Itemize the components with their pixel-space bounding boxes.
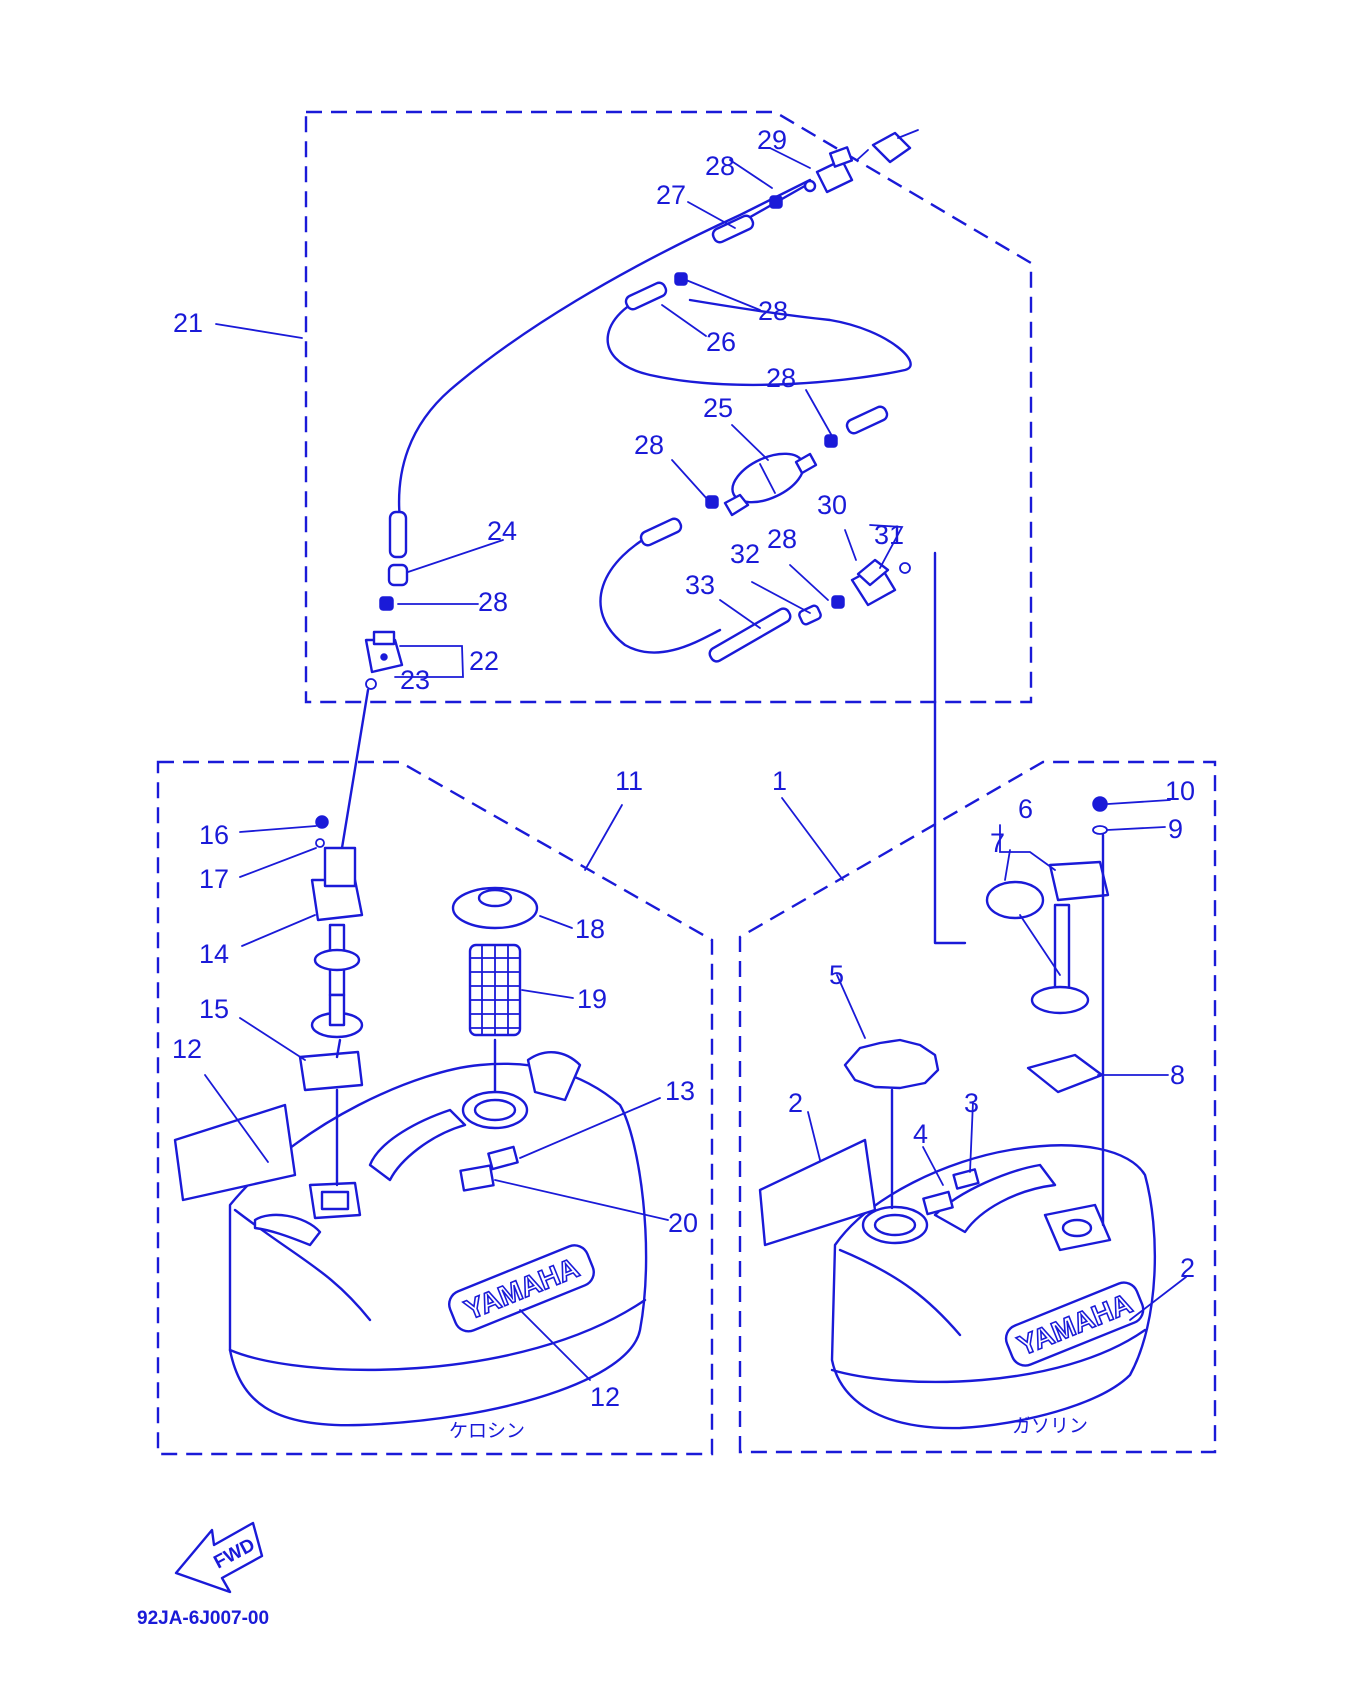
screw-10 bbox=[1092, 796, 1108, 812]
label-20 bbox=[459, 1164, 495, 1192]
sleeve-26 bbox=[624, 281, 668, 311]
connector-22 bbox=[364, 630, 404, 690]
callout-numbers: 21 29 28 27 28 26 28 25 28 30 31 28 32 3… bbox=[172, 125, 1195, 1412]
callout-32: 32 bbox=[730, 539, 760, 569]
callout-16: 16 bbox=[199, 820, 229, 850]
gasket-15 bbox=[298, 1050, 364, 1092]
kerosene-tank-body bbox=[228, 1062, 648, 1427]
callout-7: 7 bbox=[990, 828, 1005, 858]
callout-11: 11 bbox=[615, 766, 643, 796]
gasoline-tank-frame bbox=[738, 760, 1217, 1454]
callout-18: 18 bbox=[575, 914, 605, 944]
clip-28-d bbox=[705, 495, 719, 509]
callout-19: 19 bbox=[577, 984, 607, 1014]
callout-17: 17 bbox=[199, 864, 229, 894]
callout-9: 9 bbox=[1168, 814, 1183, 844]
label-3 bbox=[952, 1168, 980, 1190]
washer-9 bbox=[1092, 825, 1108, 835]
leader-lines bbox=[204, 147, 1187, 1381]
callout-4: 4 bbox=[913, 1119, 928, 1149]
callout-28-b: 28 bbox=[758, 296, 788, 326]
clip-28-e bbox=[831, 595, 845, 609]
diagram-code: 92JA-6J007-00 bbox=[137, 1608, 269, 1629]
clip-28-c bbox=[824, 434, 838, 448]
callout-28-f: 28 bbox=[478, 587, 508, 617]
callout-15: 15 bbox=[199, 994, 229, 1024]
filter-19 bbox=[468, 943, 522, 1037]
gasket-8 bbox=[1026, 1053, 1104, 1094]
callout-13: 13 bbox=[665, 1076, 695, 1106]
callout-21: 21 bbox=[173, 308, 203, 338]
hose-33 bbox=[708, 607, 792, 663]
connector-29 bbox=[803, 129, 919, 194]
callout-8: 8 bbox=[1170, 1060, 1185, 1090]
callout-2-b: 2 bbox=[1180, 1253, 1195, 1283]
callout-28-c: 28 bbox=[766, 363, 796, 393]
label-4 bbox=[922, 1190, 954, 1216]
sleeve-27 bbox=[711, 214, 755, 244]
callout-26: 26 bbox=[706, 327, 736, 357]
washer-17 bbox=[315, 838, 325, 848]
sleeve-left bbox=[639, 517, 683, 547]
callout-12-b: 12 bbox=[590, 1382, 620, 1412]
callout-23: 23 bbox=[400, 665, 430, 695]
sleeve-right bbox=[845, 405, 889, 435]
callout-27: 27 bbox=[656, 180, 686, 210]
callout-31: 31 bbox=[874, 520, 904, 550]
callout-3: 3 bbox=[964, 1088, 979, 1118]
clip-28-b bbox=[674, 272, 688, 286]
callout-33: 33 bbox=[685, 570, 715, 600]
callout-10: 10 bbox=[1165, 776, 1195, 806]
clip-28-a bbox=[769, 195, 783, 209]
callout-5: 5 bbox=[829, 960, 844, 990]
kerosene-label: ケロシン bbox=[449, 1420, 525, 1442]
callout-22: 22 bbox=[469, 646, 499, 676]
label-13 bbox=[487, 1145, 519, 1171]
callout-29: 29 bbox=[757, 125, 787, 155]
gasoline-tank: YAMAHA bbox=[830, 1144, 1157, 1430]
fuel-line-kit-frame bbox=[304, 110, 1033, 704]
screw-16 bbox=[315, 815, 329, 829]
decal-2 bbox=[758, 1138, 877, 1247]
callout-1: 1 bbox=[772, 766, 787, 796]
kerosene-tank-frame bbox=[156, 760, 714, 1456]
callout-30: 30 bbox=[817, 490, 847, 520]
callout-24: 24 bbox=[487, 516, 517, 546]
callout-28-e: 28 bbox=[767, 524, 797, 554]
sleeve-upper-24 bbox=[388, 510, 408, 559]
gasoline-label: ガソリン bbox=[1012, 1415, 1088, 1437]
cap-5 bbox=[843, 1038, 940, 1090]
kerosene-tank: YAMAHA bbox=[228, 1051, 648, 1427]
primer-bulb-25 bbox=[723, 452, 818, 517]
callout-28-a: 28 bbox=[705, 151, 735, 181]
callout-12-a: 12 bbox=[172, 1034, 202, 1064]
callout-14: 14 bbox=[199, 939, 229, 969]
fuel-line-assembly bbox=[338, 129, 967, 945]
fuel-gauge-14 bbox=[310, 846, 364, 1039]
callout-6: 6 bbox=[1018, 794, 1033, 824]
cap-18 bbox=[451, 886, 539, 930]
callout-28-d: 28 bbox=[634, 430, 664, 460]
callout-2-a: 2 bbox=[788, 1088, 803, 1118]
fwd-arrow-icon: FWD bbox=[174, 1521, 264, 1594]
decal-12 bbox=[173, 1103, 297, 1202]
clip-28-f bbox=[379, 596, 394, 611]
fuel-gauge-6 bbox=[985, 860, 1110, 1015]
sleeve-24 bbox=[387, 563, 409, 587]
callout-25: 25 bbox=[703, 393, 733, 423]
callout-20: 20 bbox=[668, 1208, 698, 1238]
